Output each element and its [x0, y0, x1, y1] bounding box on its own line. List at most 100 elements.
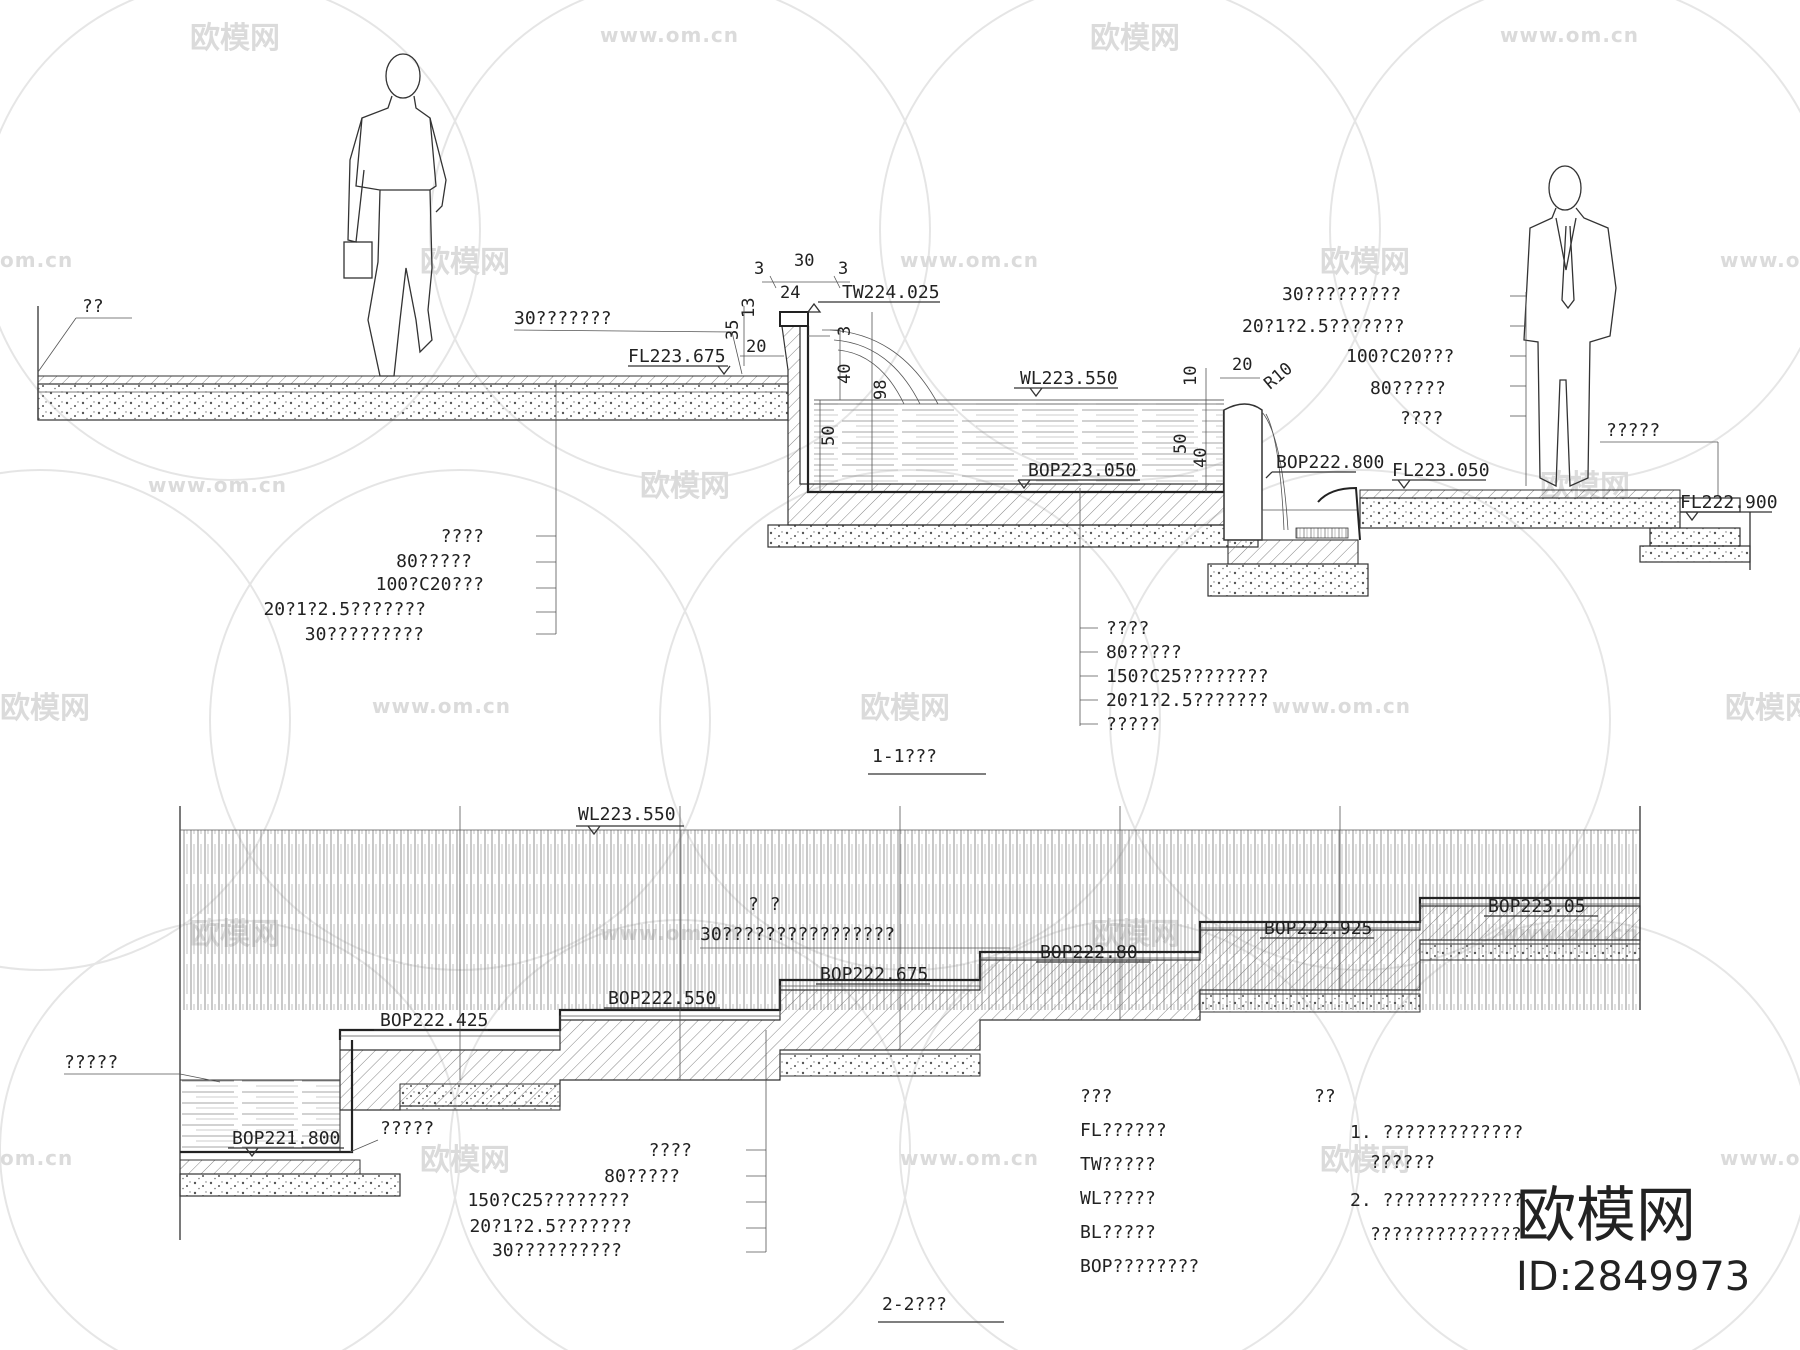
- section-title: 1-1???: [872, 746, 937, 767]
- layer-label: 20?1?2.5???????: [1106, 690, 1269, 711]
- dim: 3: [838, 259, 848, 279]
- watermark-url: www.om.cn: [900, 1146, 1039, 1170]
- legend-item: WL?????: [1080, 1188, 1156, 1209]
- layer-label: 20?1?2.5???????: [469, 1216, 632, 1237]
- layer-label: ????: [1400, 408, 1443, 429]
- elevation-wl: WL223.550: [1020, 368, 1118, 389]
- layer-label: 30?????????: [305, 624, 424, 645]
- note-label: 30????????????????: [700, 924, 895, 945]
- left-paving: [37, 306, 789, 421]
- watermark-text: 欧模网: [1090, 21, 1180, 56]
- edge-label: ?????: [64, 1052, 118, 1073]
- watermark-text: 欧模网: [1320, 1143, 1410, 1178]
- watermark-text: 欧模网: [1320, 245, 1410, 280]
- elevation-bop: BOP222.80: [1040, 942, 1138, 963]
- watermark-text: 欧模网: [0, 691, 90, 726]
- elevation-bop: BOP223.05: [1488, 896, 1586, 917]
- layer-label: 100?C20???: [376, 574, 484, 595]
- layer-label: ????: [1106, 618, 1149, 639]
- dim: 35: [723, 320, 743, 340]
- watermark-url: www.om.cn: [900, 248, 1039, 272]
- elevation-wl: WL223.550: [578, 804, 676, 825]
- note-label: 30???????: [514, 308, 612, 329]
- layer-label: 150?C25????????: [467, 1190, 630, 1211]
- watermark-url: om.cn: [0, 248, 73, 272]
- watermark-url: www.om.cn: [600, 23, 739, 47]
- note-item: 2. ?????????????: [1350, 1190, 1523, 1211]
- watermark-text: 欧模网: [190, 21, 280, 56]
- layer-label: 150?C25????????: [1106, 666, 1269, 687]
- notes-header: ??: [1314, 1086, 1336, 1107]
- watermark-text: 欧模网: [420, 245, 510, 280]
- layer-label: 80?????: [396, 551, 472, 572]
- dim: 98: [871, 380, 891, 400]
- dim: 40: [1191, 448, 1211, 468]
- layer-callout-2: ???? 80????? 150?C25???????? 20?1?2.5???…: [467, 1030, 767, 1261]
- brand-id: ID:2849973: [1516, 1254, 1750, 1300]
- layer-label: 80?????: [1106, 642, 1182, 663]
- layer-label: 20?1?2.5???????: [1242, 316, 1405, 337]
- notes: ?? 1. ????????????? ?????? 2. ??????????…: [1314, 1086, 1523, 1245]
- watermark-url: www.om.cn: [1720, 248, 1800, 272]
- layer-label: 20?1?2.5???????: [263, 599, 426, 620]
- note-label: ? ?: [748, 894, 781, 915]
- pool-layer-callout: ???? 80????? 150?C25???????? 20?1?2.5???…: [1079, 488, 1269, 735]
- dim: R10: [1260, 359, 1296, 394]
- section-2-2: WL223.550 ? ? 30???????????????? BOP222.…: [64, 804, 1641, 1323]
- dim: 13: [739, 298, 759, 318]
- note-item: 1. ?????????????: [1350, 1122, 1523, 1143]
- dim: 50: [1171, 434, 1191, 454]
- dim: 20: [746, 337, 766, 357]
- watermark-text: 欧模网: [640, 469, 730, 504]
- elevation-fl-left: FL223.675: [628, 346, 726, 367]
- watermark-url: www.om.cn: [1272, 694, 1411, 718]
- layer-label: ????: [649, 1140, 692, 1161]
- dim: 20: [1232, 355, 1252, 375]
- elevation-bop: BOP222.550: [608, 988, 716, 1009]
- dim: 10: [1181, 366, 1201, 386]
- layer-label: ????: [441, 526, 484, 547]
- legend-item: BL?????: [1080, 1222, 1156, 1243]
- watermark-url: www.om.cn: [1720, 1146, 1800, 1170]
- elevation-bop: BOP222.925: [1264, 918, 1372, 939]
- elevation-bop-pool: BOP223.050: [1028, 460, 1136, 481]
- elevation-bop: BOP221.800: [232, 1128, 340, 1149]
- note-item: ??????????????: [1370, 1224, 1522, 1245]
- elevation-bop: BOP222.675: [820, 964, 928, 985]
- elevation-markers: FL223.675 TW224.025 WL223.550 BOP223.050…: [628, 282, 1778, 522]
- watermark-url: www.om.cn: [1500, 23, 1639, 47]
- legend-header: ???: [1080, 1086, 1113, 1107]
- watermark-text: 欧模网: [860, 691, 950, 726]
- layer-label: 30?????????: [1282, 284, 1401, 305]
- human-figure-walking: [343, 53, 447, 377]
- layer-label: 30??????????: [492, 1240, 622, 1261]
- dim: 3: [835, 326, 855, 336]
- watermark-text: 欧模网: [1725, 691, 1800, 726]
- legend-item: TW?????: [1080, 1154, 1156, 1175]
- brand-mark: 欧模网 ID:2849973: [1516, 1181, 1750, 1300]
- elevation-bop: BOP222.425: [380, 1010, 488, 1031]
- elevation-fl-right: FL223.050: [1392, 460, 1490, 481]
- elevation-fl-far: FL222.900: [1680, 492, 1778, 513]
- legend: ??? FL?????? TW????? WL????? BL????? BOP…: [1080, 1086, 1199, 1277]
- layer-label: ?????: [1106, 714, 1160, 735]
- layer-label: 80?????: [604, 1166, 680, 1187]
- brand-name: 欧模网: [1516, 1181, 1696, 1251]
- dim: 24: [780, 283, 800, 303]
- dim: 50: [819, 426, 839, 446]
- section-title: 2-2???: [882, 1294, 947, 1315]
- section-1-1: ???? 80????? 100?C20??? 20?1?2.5??????? …: [37, 53, 1778, 775]
- human-figure-standing: [1523, 165, 1617, 488]
- watermark-url: www.om.cn: [372, 694, 511, 718]
- layer-label: 100?C20???: [1346, 346, 1454, 367]
- watermark-url: om.cn: [0, 1146, 73, 1170]
- dim: 40: [835, 364, 855, 384]
- watermark-url: www.om.cn: [148, 473, 287, 497]
- elevation-bop-lower: BOP222.800: [1276, 452, 1384, 473]
- elevation-tw: TW224.025: [842, 282, 940, 303]
- watermark-text: 欧模网: [420, 1143, 510, 1178]
- legend-item: FL??????: [1080, 1120, 1167, 1141]
- layer-label: 80?????: [1370, 378, 1446, 399]
- pool-structure: [767, 311, 1751, 597]
